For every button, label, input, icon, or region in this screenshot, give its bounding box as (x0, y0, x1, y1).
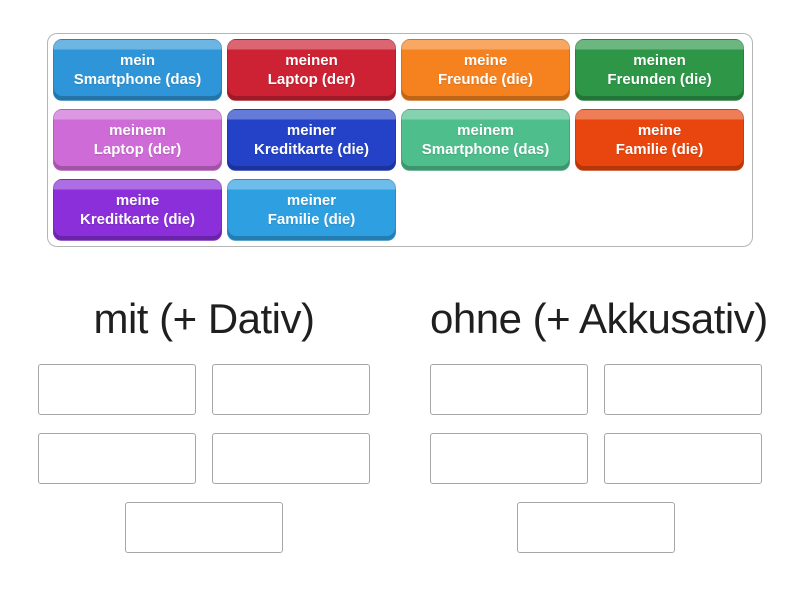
drop-slot[interactable] (430, 364, 588, 415)
tile-line1: meine (463, 52, 508, 69)
tile-line1: meine (637, 122, 682, 139)
drop-slot[interactable] (604, 364, 762, 415)
draggable-tile[interactable]: meine Kreditkarte (die) (53, 179, 222, 241)
tile-line2: Kreditkarte (die) (79, 211, 196, 228)
draggable-tile[interactable]: meine Freunde (die) (401, 39, 570, 101)
draggable-tile[interactable]: meine Familie (die) (575, 109, 744, 171)
group-title-mit-dativ: mit (+ Dativ) (93, 295, 315, 342)
draggable-tile[interactable]: meinem Laptop (der) (53, 109, 222, 171)
tile-line2: Kreditkarte (die) (253, 141, 370, 158)
draggable-tile[interactable]: meinen Freunden (die) (575, 39, 744, 101)
draggable-tile[interactable]: meinem Smartphone (das) (401, 109, 570, 171)
drop-slot[interactable] (517, 502, 675, 553)
tile-line1: meinem (457, 122, 514, 139)
tile-line1: meine (115, 192, 160, 209)
tile-line2: Laptop (der) (93, 141, 182, 158)
draggable-tile[interactable]: meiner Familie (die) (227, 179, 396, 241)
tile-line1: mein (119, 52, 155, 69)
tile-line2: Smartphone (das) (421, 141, 550, 158)
tile-tray: mein Smartphone (das) meinen Laptop (der… (47, 33, 753, 247)
drop-slot[interactable] (430, 433, 588, 484)
tile-line1: meinen (285, 52, 338, 69)
tile-line1: meiner (286, 192, 337, 209)
group-ohne-akkusativ: ohne (+ Akkusativ) (430, 292, 768, 553)
drop-slot[interactable] (125, 502, 283, 553)
drop-slot[interactable] (38, 433, 196, 484)
drop-slot[interactable] (604, 433, 762, 484)
tile-line2: Familie (die) (615, 141, 704, 158)
group-title-ohne-akkusativ: ohne (+ Akkusativ) (430, 295, 768, 342)
tile-line2: Smartphone (das) (73, 71, 202, 88)
tile-line1: meinen (633, 52, 686, 69)
drop-slot[interactable] (212, 433, 370, 484)
group-mit-dativ: mit (+ Dativ) (38, 292, 370, 553)
drop-slot[interactable] (38, 364, 196, 415)
drop-slots-mit-dativ (38, 364, 370, 553)
draggable-tile[interactable]: meiner Kreditkarte (die) (227, 109, 396, 171)
drop-slot[interactable] (212, 364, 370, 415)
tile-line2: Familie (die) (267, 211, 356, 228)
tile-line1: meiner (286, 122, 337, 139)
tile-line2: Laptop (der) (267, 71, 356, 88)
tile-line1: meinem (109, 122, 166, 139)
tile-line2: Freunde (die) (437, 71, 533, 88)
drop-slots-ohne-akkusativ (430, 364, 762, 553)
draggable-tile[interactable]: meinen Laptop (der) (227, 39, 396, 101)
tile-line2: Freunden (die) (607, 71, 712, 88)
draggable-tile[interactable]: mein Smartphone (das) (53, 39, 222, 101)
